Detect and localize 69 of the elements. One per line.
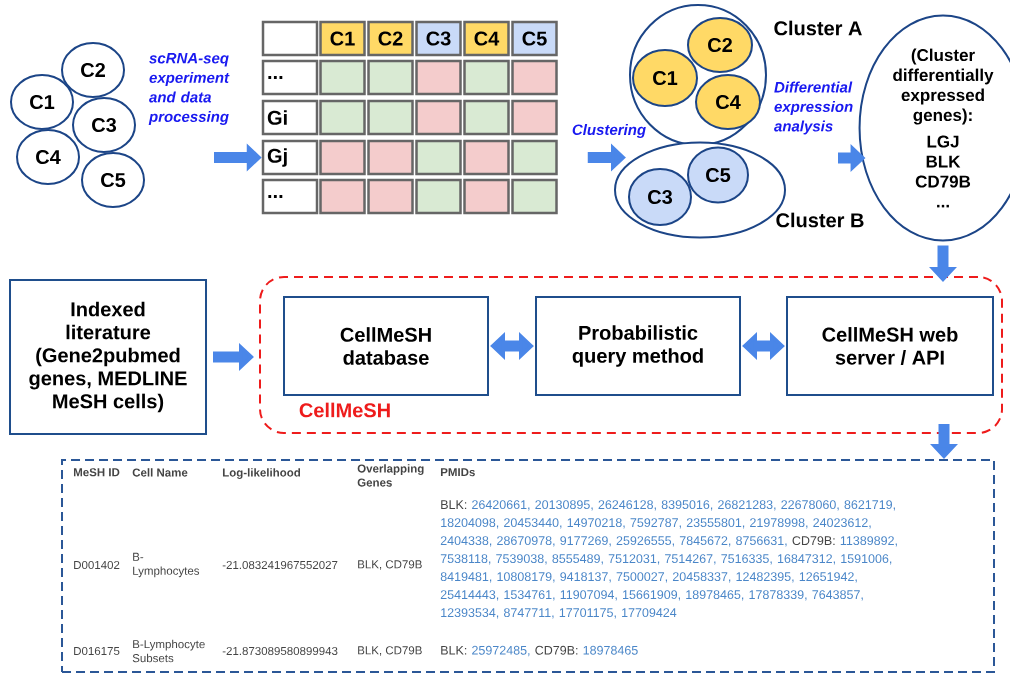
matrix-cell [463, 139, 510, 176]
label: BLK: [441, 645, 467, 655]
matrix-cell [319, 59, 366, 96]
matrix-cell [319, 99, 366, 136]
label: CD79B: [792, 536, 835, 546]
matrix-cell [319, 178, 366, 215]
column-header-cell: C5 [511, 20, 558, 57]
process-box: Indexed literature (Gene2pubmed genes, MEDLINE MeSH cells) [9, 279, 207, 435]
matrix-cell [367, 59, 414, 96]
matrix-cell [463, 178, 510, 215]
matrix-cell [511, 178, 558, 215]
table-cell: D016175 [74, 646, 120, 656]
table-cell: B-Lymphocyte Subsets [132, 639, 205, 663]
label: 25972485, [472, 645, 530, 657]
matrix-cell [367, 139, 414, 176]
edge-label: Differential expression analysis [774, 81, 853, 135]
table-cell: BLK: 25972485, CD79B: 18978465 [441, 645, 638, 657]
table-header: Overlapping Genes [357, 464, 424, 487]
matrix-cell [415, 178, 462, 215]
table-header: PMIDs [440, 468, 475, 477]
label: 18978465 [583, 645, 638, 655]
matrix-cell [511, 59, 558, 96]
matrix-cell [511, 99, 558, 136]
table-cell: D001402 [74, 560, 120, 570]
column-header-cell: C3 [415, 20, 462, 57]
label: CD79B: [535, 645, 578, 655]
matrix-cell [463, 59, 510, 96]
edge-label: Clustering [572, 124, 646, 138]
matrix-cell [415, 59, 462, 96]
label: 25414443, 1534761, 11907094, 15661909, 18978465, 17878339, 7643857, [440, 590, 863, 601]
table-cell: -21.083241967552027 [222, 560, 338, 570]
label: BLK: [441, 500, 467, 509]
table-cell: -21.873089580899943 [222, 646, 338, 656]
label: 11389892, [840, 536, 897, 547]
table-header: Cell Name [132, 468, 188, 477]
row-label-cell: Gi [261, 99, 319, 136]
column-header-cell: C1 [319, 20, 366, 57]
table-cell: BLK, CD79B [358, 646, 422, 656]
matrix-cell [319, 139, 366, 176]
table-cell: BLK, CD79B [358, 560, 422, 570]
block-arrow [742, 332, 785, 360]
matrix-cell [463, 99, 510, 136]
matrix-cell [415, 99, 462, 136]
matrix-cell [511, 139, 558, 176]
matrix-cell [367, 99, 414, 136]
column-header-cell: C2 [367, 20, 414, 57]
label: 2404338, 28670978, 9177269, 25926555, 7845672, 8756631, [440, 536, 787, 547]
process-box: CellMeSH web server / API [786, 296, 994, 396]
matrix-cell [415, 139, 462, 176]
table-header: MeSH ID [74, 468, 120, 477]
process-box: CellMeSH database [283, 296, 489, 396]
label: 26420661, 20130895, 26246128, 8395016, 26821283, 22678060, 8621719, [472, 500, 895, 511]
matrix-cell [261, 20, 319, 57]
label: 8419481, 10808179, 9418137, 7500027, 20458337, 12482395, 12651942, [440, 572, 857, 583]
row-label-cell: ... [261, 178, 319, 215]
label: 7538118, 7539038, 8555489, 7512031, 7514267, 7516335, 16847312, 1591006, [440, 554, 892, 565]
label: 12393534, 8747711, 17701175, 17709424 [441, 608, 677, 619]
row-label-cell: ... [261, 59, 319, 96]
table-cell: BLK: 26420661, 20130895, 26246128, 8395016, 26821283, 22678060, 8621719, 18204098, 20453440, 14970218, 7592787, 23555801, 21978998, 24023612, 2404338, 28670978, 9177269, 25926555, 7845672, 8756631, CD79B: 11389892, 7538118, 7539038, 8555489, 7512031, 7514267, 7516335, 16847312, 1591006, 8419481, 10808179, 9418137, 7500027, 20458337, 12482395, 12651942, 25414443, 1534761, 11907094, 15661909, 18978465, 17878339, 7643857, 12393534, 8747711, 17701175, 17709424 [440, 500, 897, 619]
edge-label: scRNA-seq experiment and data processing [148, 53, 230, 125]
label: 18204098, 20453440, 14970218, 7592787, 23555801, 21978998, 24023612, [441, 518, 871, 529]
row-label-cell: Gj [261, 139, 319, 176]
table-header: Log-likelihood [223, 468, 301, 479]
column-header-cell: C4 [463, 20, 510, 57]
table-cell: B- Lymphocytes [133, 552, 200, 578]
matrix-cell [367, 178, 414, 215]
results-table-frame [61, 459, 995, 673]
block-arrow [490, 332, 534, 360]
process-box: Probabilistic query method [535, 296, 741, 396]
